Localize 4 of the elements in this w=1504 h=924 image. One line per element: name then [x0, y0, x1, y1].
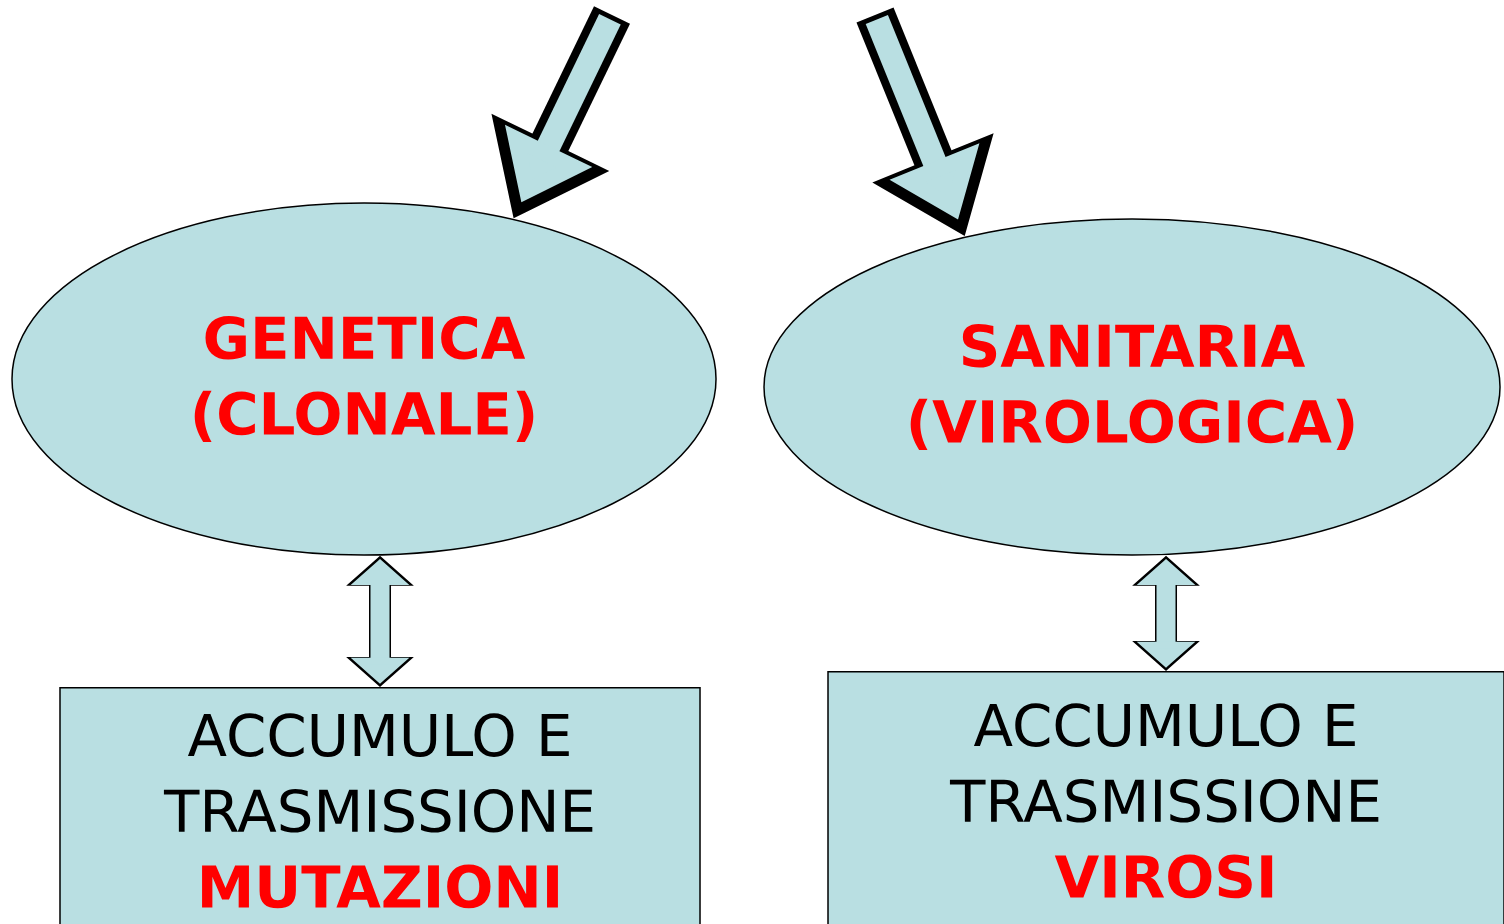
ellipse-node: SANITARIA (VIROLOGICA)	[763, 218, 1501, 556]
process-box: ACCUMULO E TRASMISSIONE MUTAZIONI	[59, 687, 701, 924]
ellipse-node: GENETICA (CLONALE)	[11, 202, 717, 556]
process-box: ACCUMULO E TRASMISSIONE VIROSI	[827, 671, 1504, 924]
